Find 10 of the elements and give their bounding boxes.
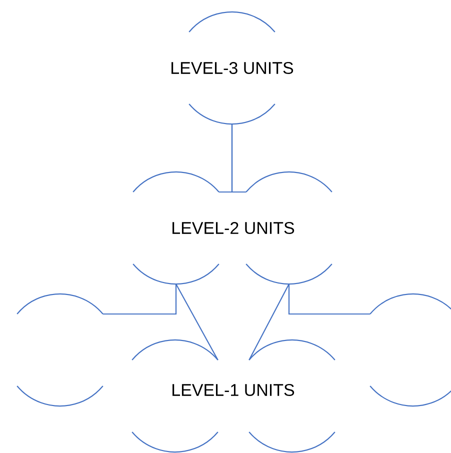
level-label: LEVEL-1 UNITS (172, 384, 294, 396)
connector-line (102, 284, 177, 315)
connector-line (231, 124, 246, 193)
connector-line (248, 284, 290, 360)
unit-circle (16, 293, 104, 407)
connector-line (288, 284, 370, 315)
unit-circle (246, 171, 332, 285)
unit-circle (370, 293, 451, 407)
connector-line (176, 284, 218, 360)
level-label: LEVEL-2 UNITS (172, 222, 294, 234)
